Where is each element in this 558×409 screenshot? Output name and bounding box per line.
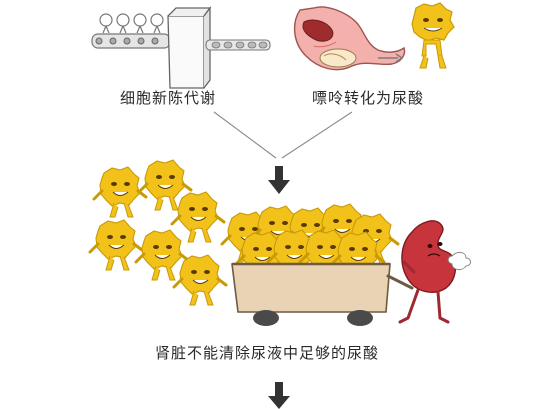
stomach-icon	[293, 6, 406, 71]
step1-label: 细胞新陈代谢	[120, 89, 216, 107]
uric-acid-character-icon	[411, 2, 455, 69]
running-uric-acid-crowd	[88, 158, 228, 307]
conveyor-belt-icon	[91, 6, 271, 89]
step2-label: 嘌呤转化为尿酸	[312, 89, 424, 107]
arrow-down-icon	[268, 166, 290, 194]
uric-acid-character-icon	[172, 253, 228, 307]
result-label: 肾脏不能清除尿液中足够的尿酸	[155, 344, 379, 362]
cart-icon	[220, 202, 414, 326]
connector-lines	[213, 111, 353, 159]
arrow-down-icon	[268, 382, 290, 409]
uric-acid-character-icon	[170, 190, 226, 244]
kidney-character-icon	[398, 220, 471, 324]
uric-acid-character-icon	[88, 218, 144, 272]
